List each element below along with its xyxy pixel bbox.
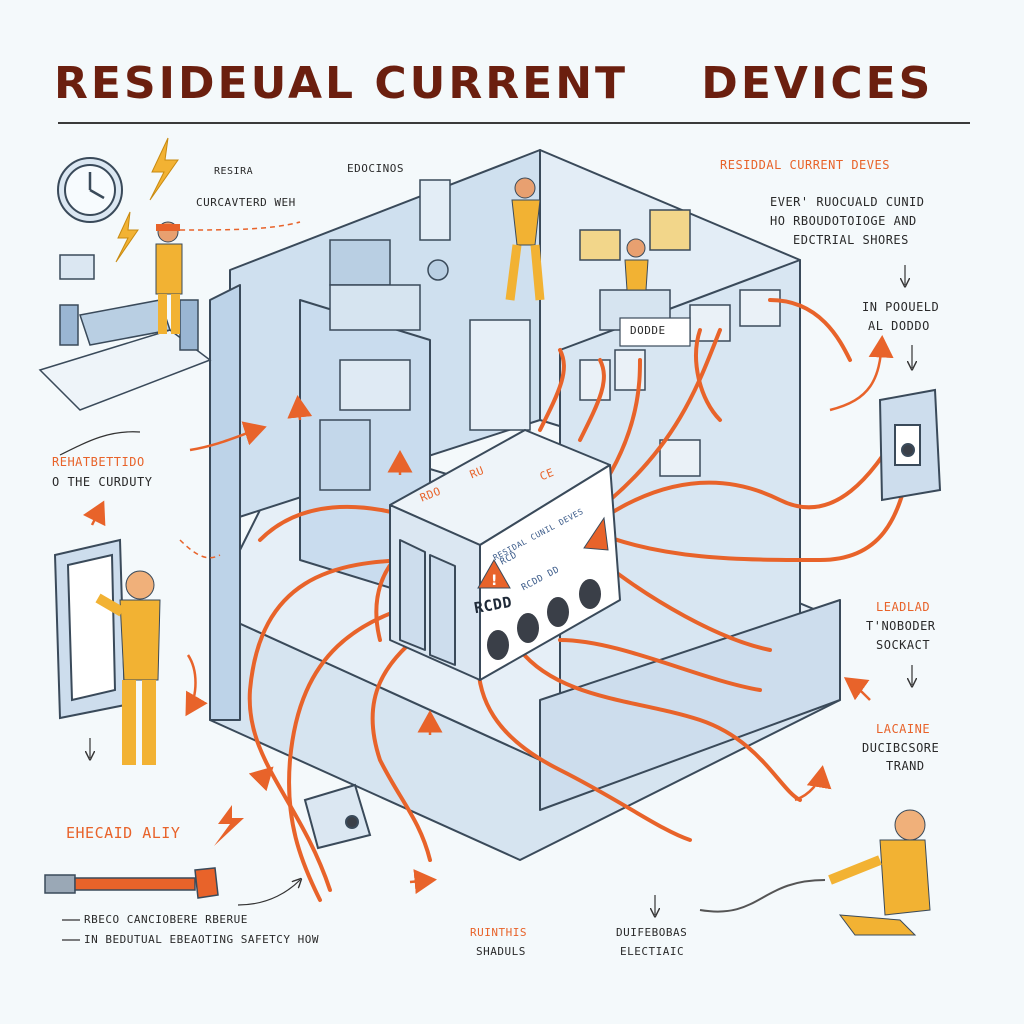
label-right-bot-2: DUCIBCSORE xyxy=(862,741,940,755)
worker-seated xyxy=(624,238,649,291)
panel-label-box xyxy=(619,317,691,347)
rcd-holes xyxy=(487,579,601,660)
label-top-center: EDOCINOS xyxy=(347,162,404,175)
label-right-low-1: LEADLAD xyxy=(876,600,931,614)
page-title: RESIDEUAL CURRENT DEVICES xyxy=(54,58,934,109)
black-arrows xyxy=(59,265,912,941)
warning-triangles: ! xyxy=(477,516,609,589)
plug-bottom xyxy=(303,783,372,850)
worker-back-room xyxy=(505,177,545,301)
left-outer-wall xyxy=(209,284,241,721)
label-bottom-left-2: IN BEDUTUAL EBEAOTING SAFETCY HOW xyxy=(84,933,320,946)
clock-icon xyxy=(57,157,123,223)
label-bottom-mid-1: RUINTHIS xyxy=(470,926,527,939)
label-bottom-right-2: ELECTIAIC xyxy=(620,945,685,958)
worker-kneeling xyxy=(828,809,931,936)
label-right-low-2: T'NOBODER xyxy=(866,619,936,633)
label-right-bot-3: TRAND xyxy=(886,759,925,773)
label-bottom-right-1: DUIFEBOBAS xyxy=(616,926,688,939)
label-left-bot: EHECAID ALIY xyxy=(66,824,181,842)
dining-scene xyxy=(38,254,212,411)
fuse-box-left xyxy=(53,538,127,720)
title-rule xyxy=(58,122,970,124)
socket-right xyxy=(878,388,942,502)
worker-top-left xyxy=(155,221,183,334)
kneeling-wire xyxy=(699,879,826,913)
svg-text:!: ! xyxy=(491,573,497,589)
label-top-left-2: CURCAVTERD WEH xyxy=(196,196,296,209)
label-top-right-1: EVER' RUOCUALD CUNID xyxy=(770,195,925,209)
dashed-leader-1 xyxy=(179,221,301,231)
label-bottom-left-1: RBECO CANCIOBERE RBERUE xyxy=(84,913,248,926)
label-right-low-3: SOCKACT xyxy=(876,638,931,652)
worker-at-fuse-box xyxy=(95,570,161,765)
label-top-left-1: RESIRA xyxy=(214,166,254,177)
label-right-mid-2: AL DODDO xyxy=(868,319,930,333)
label-bottom-mid-2: SHADULS xyxy=(476,945,526,958)
kitchen-furniture xyxy=(319,179,691,491)
label-left-mid-2: O THE CURDUTY xyxy=(52,475,153,489)
lightning-icon xyxy=(115,137,179,263)
dashed-leader-2 xyxy=(179,539,221,559)
wires xyxy=(247,298,912,902)
rcd-device xyxy=(389,429,621,681)
panel-label: DODDE xyxy=(630,324,666,337)
label-top-right-title: RESIDDAL CURRENT DEVES xyxy=(720,158,890,172)
screwdriver-icon xyxy=(44,867,219,899)
label-left-mid-1: REHATBETTIDO xyxy=(52,455,145,469)
label-right-mid-1: IN POOUELD xyxy=(862,300,940,314)
label-top-right-3: EDCTRIAL SHORES xyxy=(793,233,909,247)
arrows xyxy=(82,335,894,895)
wall-sockets xyxy=(579,289,781,477)
small-lightning-icon xyxy=(214,805,244,846)
label-right-bot-1: LACAINE xyxy=(876,722,931,736)
label-top-right-2: HO RBOUDOTOIOGE AND xyxy=(770,214,917,228)
